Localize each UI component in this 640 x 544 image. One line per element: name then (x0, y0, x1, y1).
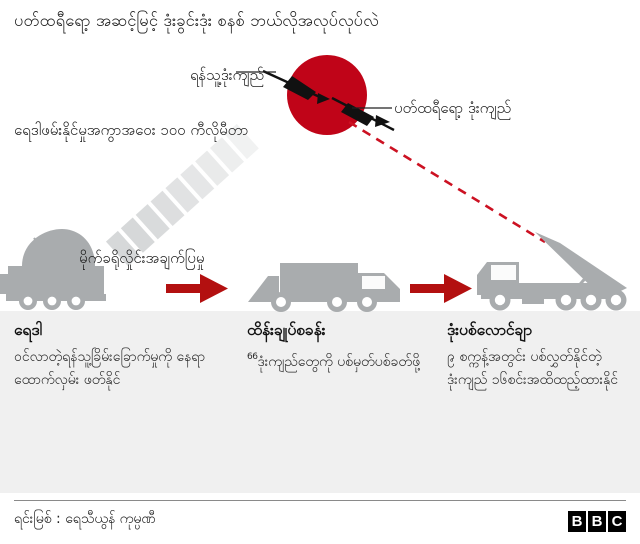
lower-panel-background (0, 311, 640, 493)
radar-vehicle-icon (0, 229, 106, 310)
interceptor-missile-arrow-icon (331, 96, 395, 132)
control-station-truck-icon (248, 263, 400, 312)
page-title: ပတ်ထရီရော့ အဆင့်မြင့် ဒုံးခွင်းဒုံး စနစ်… (14, 11, 379, 30)
missile-launcher-truck-icon (477, 232, 627, 311)
quote-mark-glyph: 66 (247, 352, 258, 362)
column-radar-body: ဝင်လာတဲ့ရန်သူ့ခြိမ်းခြောက်မှုကို နေရာထော… (14, 349, 206, 388)
column-launcher: ဒုံးပစ်လောင်ချာ ၉ စက္ကန့်အတွင်း ပစ်လွှတ်… (447, 319, 629, 392)
bbc-logo-letter-3: C (608, 511, 626, 532)
label-incoming-missile: ရန်သူ့ဒုံးကျည် (189, 66, 264, 84)
bbc-logo: B B C (568, 511, 626, 532)
label-microwave-signal: မိုက်ခရိုလှိုင်းအချက်ပြမှု (79, 249, 205, 267)
flow-arrow-2-icon (410, 274, 472, 303)
column-control-station-text: ဒုံးကျည်တွေကို ပစ်မှတ်ပစ်ခတ်ဖို့ (257, 354, 420, 370)
footer-divider (14, 500, 626, 501)
column-radar-heading: ရေဒါ (14, 321, 43, 339)
bbc-logo-letter-1: B (568, 511, 586, 532)
column-launcher-heading: ဒုံးပစ်လောင်ချာ (447, 321, 533, 339)
column-control-station-body: 66ဒုံးကျည်တွေကို ပစ်မှတ်ပစ်ခတ်ဖို့ (247, 346, 425, 374)
column-control-station-heading: ထိန်းချုပ်စခန်း (247, 321, 326, 339)
incoming-missile-arrow-icon (262, 69, 330, 104)
column-launcher-body: ၉ စက္ကန့်အတွင်း ပစ်လွှတ်နိုင်တဲ့ ဒုံးကျည… (447, 349, 619, 388)
source-attribution: ရင်းမြစ် : ရေသီယွန် ကုမ္ပဏီ (14, 511, 156, 527)
column-radar: ရေဒါ ဝင်လာတဲ့ရန်သူ့ခြိမ်းခြောက်မှုကို နေ… (14, 319, 214, 392)
radar-beam-icon (105, 123, 259, 267)
missile-trajectory-dashed-line (348, 120, 546, 244)
column-control-station: ထိန်းချုပ်စခန်း 66ဒုံးကျည်တွေကို ပစ်မှတ်… (247, 319, 425, 374)
flow-arrow-1-icon (166, 274, 228, 303)
bbc-logo-letter-2: B (588, 511, 606, 532)
label-detection-range: ရေဒါဖမ်းနိုင်မှုအကွာအဝေး ၁၀၀ ကီလိုမီတာ (14, 121, 249, 139)
label-interceptor-missile: ပတ်ထရီရော့ ဒုံးကျည် (394, 99, 512, 117)
